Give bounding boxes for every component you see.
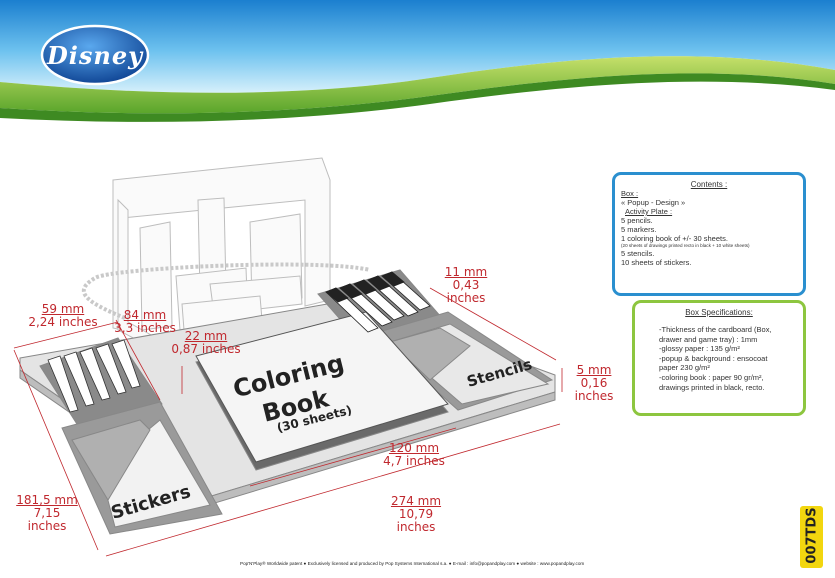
disney-logo: Disney <box>40 24 150 86</box>
contents-markers: 5 markers. <box>621 225 657 234</box>
contents-coloring-note: (20 sheets of drawings printed recto in … <box>621 243 750 248</box>
specs-line: drawings printed in black, recto. <box>659 382 765 392</box>
rope-handle <box>81 262 371 320</box>
dimension-lines <box>13 287 563 557</box>
contents-stickers: 10 sheets of stickers. <box>621 258 692 267</box>
contents-pencils: 5 pencils. <box>621 216 653 225</box>
popup-box <box>112 157 331 353</box>
contents-popup: « Popup - Design » <box>621 198 686 207</box>
logo-oval <box>40 24 150 86</box>
header-banner: Disney <box>0 0 835 145</box>
specs-line: -Thickness of the cardboard (Box, <box>659 325 772 334</box>
contents-box: Contents : Box : « Popup - Design » Acti… <box>612 172 806 296</box>
contents-coloring-book: 1 coloring book of +/- 30 sheets. <box>621 234 728 243</box>
contents-box-label: Box : <box>621 189 639 198</box>
pencils <box>47 339 141 413</box>
sky-grass-background <box>0 0 835 145</box>
footer-text: Pop'N'Play® Worldwide patent ● Exclusive… <box>240 561 585 566</box>
contents-activity-label: Activity Plate : <box>625 207 673 216</box>
product-drawing <box>13 157 563 557</box>
markers <box>325 271 431 333</box>
base-tray <box>19 269 556 535</box>
contents-stencils: 5 stencils. <box>621 249 655 258</box>
specs-line: -glossy paper : 135 g/m² <box>659 344 740 354</box>
specs-title: Box Specifications: <box>685 308 753 317</box>
specs-line: -popup & background : ensocoat <box>659 353 768 363</box>
specifications-box: Box Specifications: -Thickness of the ca… <box>632 300 806 416</box>
reference-code: 007TDS <box>804 507 820 564</box>
logo-text: Disney <box>46 40 144 70</box>
contents-title: Contents : <box>690 180 728 189</box>
specs-line: -coloring book : paper 90 gr/m², <box>659 372 764 382</box>
specs-line: drawer and game tray) : 1mm <box>659 334 758 344</box>
specs-line: paper 230 g/m² <box>659 363 710 373</box>
reference-code-tag: 007TDS <box>800 506 823 568</box>
